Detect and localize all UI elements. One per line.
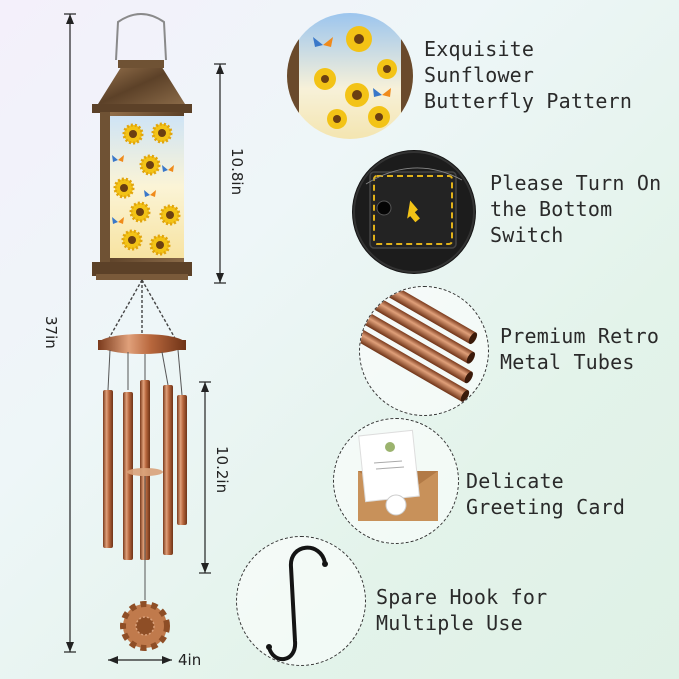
feature-line: Metal Tubes <box>500 350 635 374</box>
feature-line: the Bottom <box>490 197 613 221</box>
sunflower-icon <box>287 13 413 139</box>
feature-bottom-switch: Please Turn On the Bottom Switch <box>490 170 661 248</box>
feature-line: Spare Hook for <box>376 585 548 609</box>
envelope-icon <box>358 429 438 521</box>
feature-line: Switch <box>490 223 564 247</box>
feature-line: Sunflower <box>424 63 535 87</box>
feature-metal-tubes: Premium Retro Metal Tubes <box>500 323 659 375</box>
feature-spare-hook: Spare Hook for Multiple Use <box>376 584 547 636</box>
feature-line: Delicate <box>466 469 564 493</box>
feature-line: Butterfly Pattern <box>424 89 633 113</box>
feature-line: Multiple Use <box>376 611 523 635</box>
feature-line: Please Turn On <box>490 171 662 195</box>
feature-line: Greeting Card <box>466 495 626 519</box>
greeting-card-circle <box>333 418 459 544</box>
spare-hook-circle <box>236 536 366 666</box>
feature-line: Exquisite <box>424 37 535 61</box>
feature-line: Premium Retro <box>500 324 660 348</box>
metal-tubes-icon <box>360 287 478 402</box>
s-hook-icon <box>266 545 328 662</box>
butterfly-icon <box>313 37 391 97</box>
feature-greeting-card: Delicate Greeting Card <box>466 468 625 520</box>
metal-tubes-circle <box>359 286 489 416</box>
bottom-switch-circle <box>352 150 476 274</box>
feature-sunflower-pattern: Exquisite Sunflower Butterfly Pattern <box>424 36 632 114</box>
width-label: 4in <box>178 651 202 669</box>
switch-icon <box>353 151 475 273</box>
sunflower-pattern-circle <box>287 13 413 139</box>
